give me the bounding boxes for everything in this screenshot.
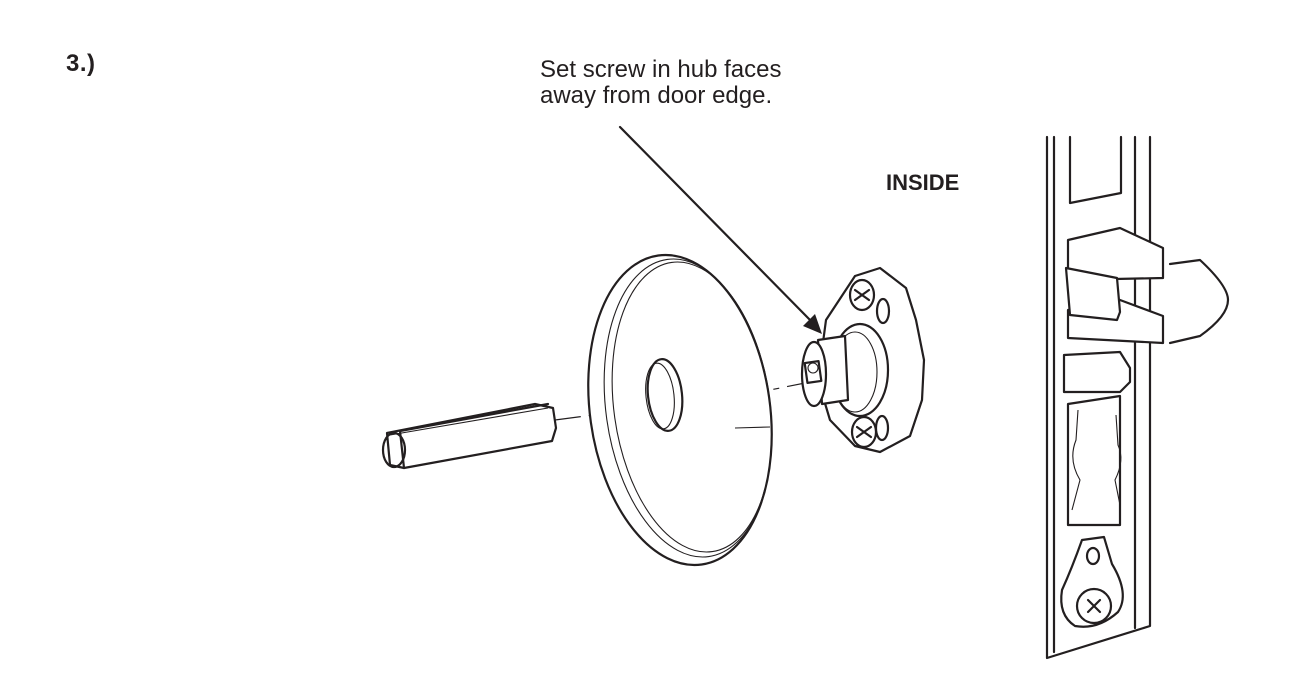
leader-arrow [618, 125, 822, 334]
lock-body-icon [1045, 135, 1230, 660]
inside-label: INSIDE [886, 170, 960, 195]
rose-icon [587, 253, 773, 567]
spindle-icon [381, 402, 558, 470]
latch-icon [1064, 226, 1230, 345]
step-number: 3.) [66, 50, 96, 77]
hub-plate-icon [800, 266, 926, 454]
callout-text: Set screw in hub faces away from door ed… [540, 56, 782, 109]
